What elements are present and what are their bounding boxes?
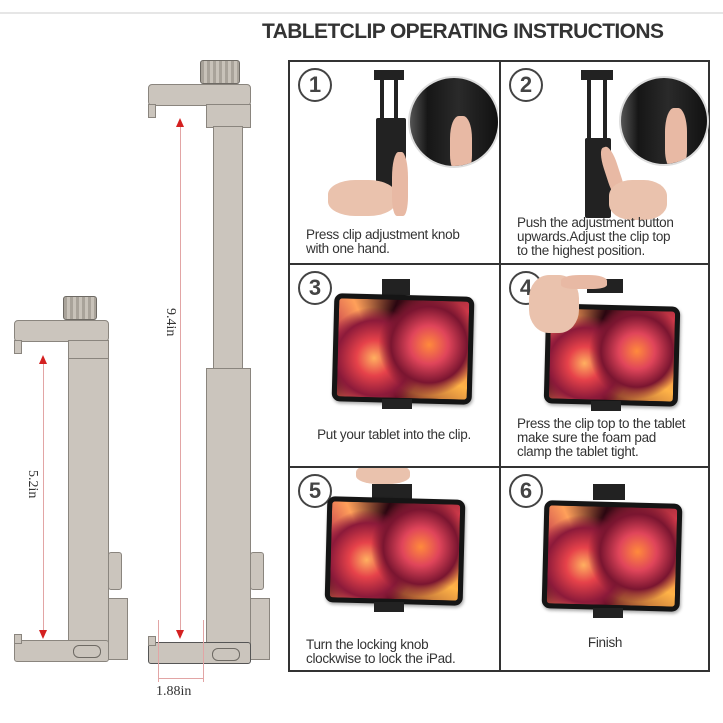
finger-icon xyxy=(392,152,408,216)
clip-bottom-icon xyxy=(593,608,623,618)
tablet-screen xyxy=(546,505,678,607)
step-number-badge: 2 xyxy=(509,68,543,102)
clip-body xyxy=(68,358,109,648)
clip-bottom-lip xyxy=(14,634,22,644)
tablet-image xyxy=(331,293,475,405)
collapsed-height-label: 5.2in xyxy=(25,470,40,499)
step-caption: Press clip adjustment knob with one hand… xyxy=(306,227,460,256)
slot-icon xyxy=(73,645,101,658)
clip-top-arm xyxy=(148,84,251,106)
clip-bottom-arm xyxy=(148,642,251,664)
inner-rail xyxy=(213,126,243,371)
side-hook xyxy=(108,552,122,590)
step-caption: Push the adjustment button upwards.Adjus… xyxy=(517,215,674,258)
grid-divider-vertical xyxy=(499,62,501,670)
step-4: 4 Press the clip top to the tablet make … xyxy=(501,265,709,466)
magnified-detail xyxy=(408,76,498,168)
arrow-up-icon xyxy=(176,118,184,127)
clip-top-block xyxy=(206,104,251,128)
arrow-down-icon xyxy=(176,630,184,639)
clip-top-arm xyxy=(14,320,109,342)
step-6: 6 Finish xyxy=(501,468,709,670)
step-2: 2 Push the adjustment button upwards.Adj… xyxy=(501,62,709,263)
clip-top-lip xyxy=(14,340,22,354)
finger-icon xyxy=(450,116,472,166)
clip-top-icon xyxy=(382,279,410,295)
page-title: TABLETCLIP OPERATING INSTRUCTIONS xyxy=(262,20,664,43)
clip-rail-icon xyxy=(603,80,607,140)
clip-bottom-icon xyxy=(382,399,412,409)
hand-icon xyxy=(328,180,396,216)
hand-icon xyxy=(356,468,410,484)
instruction-grid: 1 Press clip adjustment knob with one ha… xyxy=(288,60,710,672)
hand-icon xyxy=(609,180,667,220)
clip-bottom-icon xyxy=(374,602,404,612)
height-dimension-line xyxy=(43,362,44,634)
step-1: 1 Press clip adjustment knob with one ha… xyxy=(290,62,498,263)
locking-knob-icon xyxy=(200,60,240,84)
step-caption: Turn the locking knob clockwise to lock … xyxy=(306,637,456,666)
arrow-down-icon xyxy=(39,630,47,639)
height-dimension-line xyxy=(180,126,181,634)
slot-icon xyxy=(212,648,240,661)
step-5: 5 Turn the locking knob clockwise to loc… xyxy=(290,468,498,670)
step-caption: Press the clip top to the tablet make su… xyxy=(517,416,686,459)
finger-icon xyxy=(561,275,607,289)
arrow-up-icon xyxy=(39,355,47,364)
clip-rail-icon xyxy=(394,80,398,120)
clip-top-icon xyxy=(593,484,625,500)
depth-dimension-line xyxy=(158,678,203,679)
clip-top-icon xyxy=(581,70,613,80)
grid-divider-horizontal xyxy=(290,466,708,468)
step-number-badge: 1 xyxy=(298,68,332,102)
step-caption: Put your tablet into the clip. xyxy=(317,427,471,442)
clip-rail-icon xyxy=(587,80,591,140)
clip-rail-icon xyxy=(380,80,384,120)
tablet-screen xyxy=(336,298,470,400)
extended-height-label: 9.4in xyxy=(163,308,178,337)
side-mount xyxy=(108,598,128,660)
tablet-screen xyxy=(329,501,461,601)
step-caption: Finish xyxy=(587,635,623,650)
tablet-image xyxy=(324,496,466,606)
depth-label: 1.88in xyxy=(156,684,192,699)
top-divider xyxy=(0,12,723,14)
magnified-detail xyxy=(619,76,709,166)
locking-knob-icon xyxy=(63,296,97,320)
grid-divider-horizontal xyxy=(290,263,708,265)
clip-body xyxy=(206,368,251,650)
clip-top-lip xyxy=(148,104,156,118)
side-mount xyxy=(250,598,270,660)
clip-bottom-icon xyxy=(591,401,621,411)
side-hook xyxy=(250,552,264,590)
step-number-badge: 5 xyxy=(298,474,332,508)
tablet-image xyxy=(541,500,683,612)
clip-top-icon xyxy=(372,484,412,500)
depth-extent-line xyxy=(203,620,204,682)
step-number-badge: 6 xyxy=(509,474,543,508)
clip-top-icon xyxy=(374,70,404,80)
depth-extent-line xyxy=(158,620,159,682)
clip-top-block xyxy=(68,340,109,360)
finger-icon xyxy=(665,108,687,164)
step-number-badge: 3 xyxy=(298,271,332,305)
clip-bottom-lip xyxy=(148,636,156,646)
step-3: 3 Put your tablet into the clip. xyxy=(290,265,498,466)
